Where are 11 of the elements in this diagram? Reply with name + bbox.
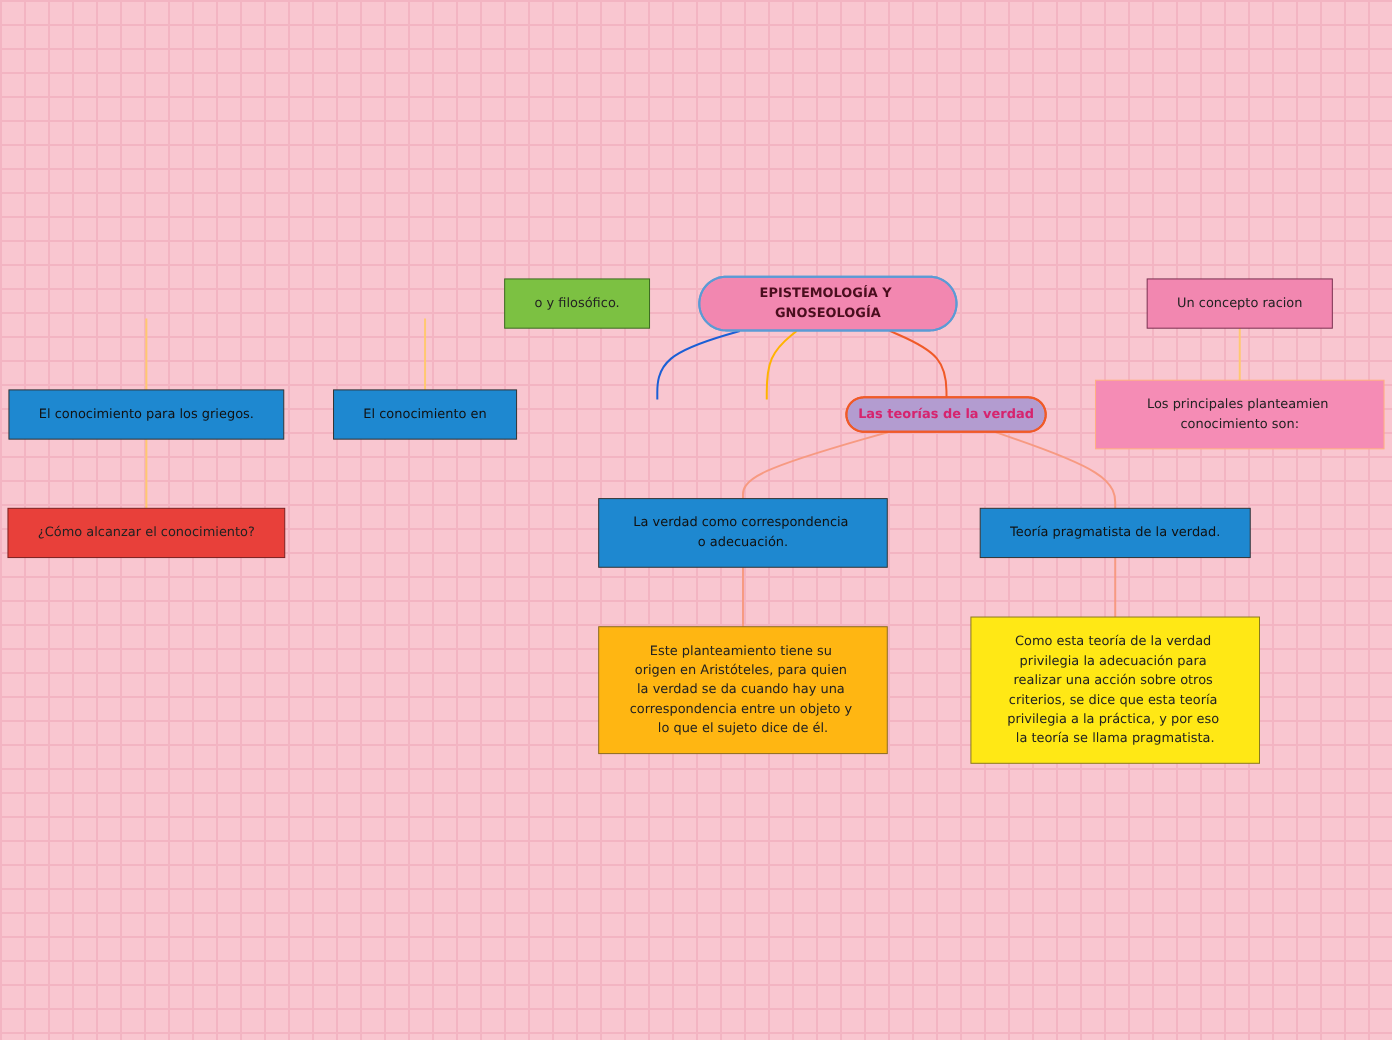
connector <box>994 431 1117 510</box>
connector <box>145 317 148 391</box>
connector <box>888 329 948 399</box>
connector <box>742 431 889 500</box>
connector <box>765 329 798 401</box>
connector <box>742 566 744 628</box>
connector <box>424 317 427 391</box>
connector <box>1114 556 1117 618</box>
connector <box>656 329 741 401</box>
connector <box>145 438 148 510</box>
connector <box>1238 327 1241 382</box>
